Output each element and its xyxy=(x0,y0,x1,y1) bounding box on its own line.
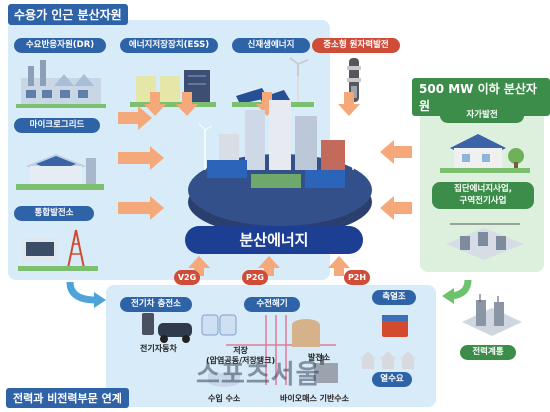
power-grid-illustration xyxy=(462,294,522,336)
caption-import-h2: 수입 수소 xyxy=(208,394,241,403)
label-ev-charging: 전기차 충전소 xyxy=(120,297,192,312)
caption-storage: 저장 (압염공동/저장탱크) xyxy=(206,346,276,365)
factory-illustration xyxy=(16,60,106,108)
label-electrolyzer: 수전해기 xyxy=(244,297,300,312)
label-smr: 중소형 원자력발전 xyxy=(312,38,400,53)
watermark: 스포츠서울 xyxy=(196,360,321,390)
label-p2g: P2G xyxy=(242,270,268,285)
substation-illustration xyxy=(446,223,524,260)
right-panel-title: 500 MW 이하 분산자원 xyxy=(412,78,550,116)
label-heat-demand: 열수요 xyxy=(372,372,412,387)
label-v2g: V2G xyxy=(174,270,200,285)
label-renewable: 신재생에너지 xyxy=(232,38,310,53)
caption-plant: 발전소 xyxy=(308,353,331,362)
left-panel-title: 수용가 인근 분산자원 xyxy=(8,4,128,25)
label-dr: 수요반응자원(DR) xyxy=(14,38,106,53)
label-p2h: P2H xyxy=(344,270,370,285)
label-ess: 에너지저장장치(ESS) xyxy=(120,38,218,53)
caption-ev: 전기자동차 xyxy=(140,344,177,353)
center-label: 분산에너지 xyxy=(185,226,363,254)
label-vpp: 통합발전소 xyxy=(14,206,94,221)
vpp-illustration xyxy=(18,229,98,271)
microgrid-illustration xyxy=(16,154,104,190)
bottom-illustrations xyxy=(142,313,416,387)
bottom-panel-title: 전력과 비전력부문 연계 xyxy=(6,388,129,408)
city-illustration xyxy=(188,100,372,236)
label-self-gen: 자가발전 xyxy=(440,108,524,123)
label-heat-storage: 축열조 xyxy=(372,290,416,305)
house-illustration xyxy=(440,134,530,173)
label-power-grid: 전력계통 xyxy=(460,345,516,360)
label-microgrid: 마이크로그리드 xyxy=(14,118,100,133)
label-district-energy: 집단에너지사업, 구역전기사업 xyxy=(432,182,534,209)
caption-biomass-h2: 바이오매스 기반수소 xyxy=(280,394,350,403)
